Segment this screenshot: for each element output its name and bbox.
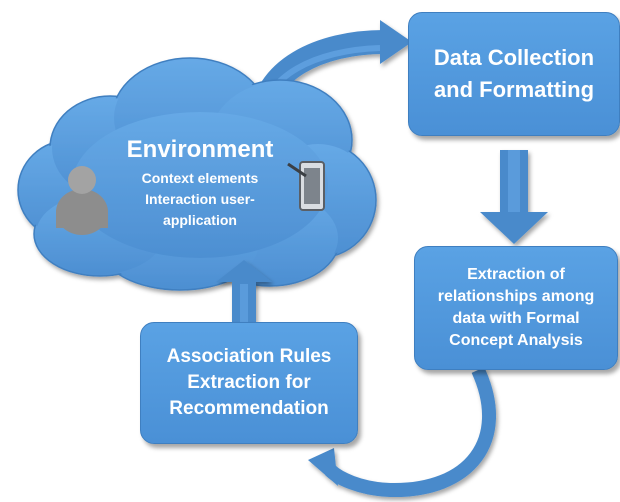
environment-line-application: application [163, 212, 237, 228]
step-data-collection-label: Data Collection and Formatting [433, 45, 595, 102]
tablet-device-icon [287, 161, 325, 211]
step-fca-extraction-label: Extraction of relationships among data w… [437, 266, 595, 349]
environment-title: Environment [126, 136, 274, 163]
arrow-data-collection-to-fca [480, 150, 548, 244]
step-data-collection: Data Collection and Formatting [408, 12, 620, 136]
environment-line-context: Context elements [141, 170, 259, 186]
environment-line-interaction: Interaction user- [145, 191, 255, 207]
step-fca-extraction: Extraction of relationships among data w… [414, 246, 618, 370]
step-association-rules: Association Rules Extraction for Recomme… [140, 322, 358, 444]
step-association-rules-label: Association Rules Extraction for Recomme… [166, 346, 332, 419]
arrow-association-to-environment [216, 260, 272, 322]
user-silhouette-icon [56, 166, 108, 235]
arrow-fca-to-association [308, 367, 496, 498]
